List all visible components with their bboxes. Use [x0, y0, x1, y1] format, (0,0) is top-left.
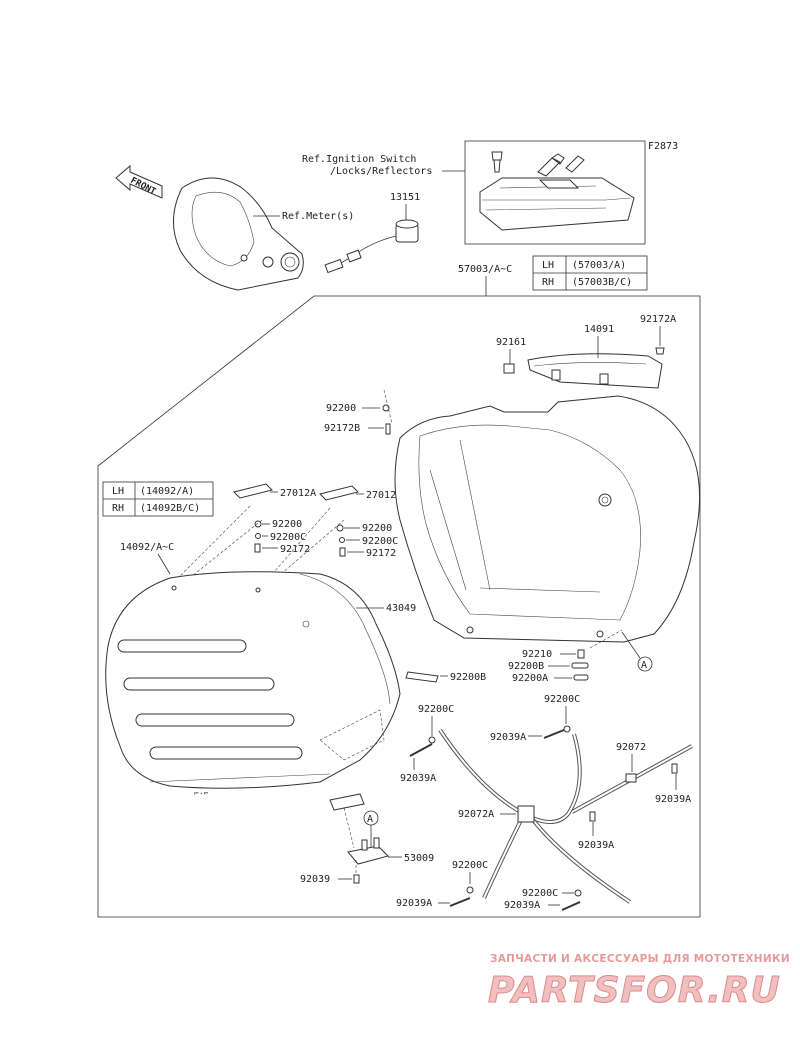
part-92200B-left: 92200B	[405, 671, 486, 683]
marker-a-right: A	[621, 631, 653, 672]
label-92200-left: 92200	[272, 519, 302, 530]
part-92200C-d: 92200C 92039A	[504, 888, 582, 911]
part-92200C-c: 92200C 92039A	[396, 860, 488, 909]
label-92172A-top: 92172A	[640, 314, 676, 325]
label-92200B-right: 92200B	[508, 661, 544, 672]
part-92172A-top: 92172A	[640, 314, 676, 355]
label-14091: 14091	[584, 324, 614, 335]
case-table-lh: LH	[542, 260, 554, 271]
key-icon	[537, 153, 565, 177]
label-53009: 53009	[404, 853, 434, 864]
strap-92072A: 92072A	[438, 728, 632, 904]
part-92039A-d: 92039A	[578, 811, 614, 851]
label-14092: 14092/A~C	[120, 542, 174, 553]
case-table-lh-part: (57003/A)	[572, 260, 626, 271]
label-92200C-a: 92200C	[418, 704, 454, 715]
ref-meter-label: Ref.Meter(s)	[282, 211, 354, 222]
fastener-set-right: 92210 92200B 92200A	[508, 629, 623, 684]
label-92161: 92161	[496, 337, 526, 348]
label-92200-top: 92200	[326, 403, 356, 414]
watermark-tagline: ЗАПЧАСТИ И АКСЕССУАРЫ ДЛЯ МОТОТЕХНИКИ	[490, 953, 790, 965]
cover-table-rh: RH	[112, 503, 124, 514]
diagram-code: F2873	[648, 141, 678, 152]
meter-housing: Ref.Meter(s)	[172, 177, 354, 291]
label-92200-right: 92200	[362, 523, 392, 534]
ignition-reference-label: Ref.Ignition Switch /Locks/Reflectors	[302, 154, 465, 177]
cover-table-rh-part: (14092B/C)	[140, 503, 200, 514]
label-92039A-a: 92039A	[400, 773, 436, 784]
marker-a-left-label: A	[367, 814, 373, 825]
label-92039A-b: 92039A	[490, 732, 526, 743]
label-92072: 92072	[616, 742, 646, 753]
label-92210: 92210	[522, 649, 552, 660]
label-92172-right: 92172	[366, 548, 396, 559]
part-27012: 27012	[319, 485, 396, 501]
label-92200C-left: 92200C	[270, 532, 306, 543]
label-27012: 27012	[366, 490, 396, 501]
part-92200C-b: 92200C 92039A	[490, 694, 580, 743]
label-92172B: 92172B	[324, 423, 360, 434]
label-92200C-right: 92200C	[362, 536, 398, 547]
label-92200A: 92200A	[512, 673, 548, 684]
label-92200C-d: 92200C	[522, 888, 558, 899]
part-92200-top: 92200 92172B	[324, 389, 393, 435]
case-table-rh-part: (57003B/C)	[572, 277, 632, 288]
part-92039A-c: 92039A	[655, 763, 691, 805]
part-14091: 14091	[527, 324, 663, 389]
label-92200C-c: 92200C	[452, 860, 488, 871]
label-92039A-f: 92039A	[504, 900, 540, 911]
front-arrow: FRONT	[115, 164, 163, 199]
bolt-set-left: 92200 92200C 92172	[254, 519, 310, 555]
strap-92072: 92072	[571, 742, 693, 814]
side-cover-14092: 14092/A~C ⌐·⌐	[105, 542, 401, 798]
label-13151: 13151	[390, 192, 420, 203]
case-variant-table: LH (57003/A) RH (57003B/C)	[532, 255, 648, 291]
cover-table-lh: LH	[112, 486, 124, 497]
part-57003: 57003/A~C LH (57003/A) RH (57003B/C)	[458, 255, 648, 296]
label-92200B-left: 92200B	[450, 672, 486, 683]
label-92039A-e: 92039A	[396, 898, 432, 909]
label-57003: 57003/A~C	[458, 264, 512, 275]
part-92039: 92039	[300, 860, 360, 885]
label-92200C-b: 92200C	[544, 694, 580, 705]
ignition-housing-icon	[479, 177, 635, 231]
ref-locks-reflectors-label: /Locks/Reflectors	[330, 166, 432, 177]
part-27012A: 27012A	[233, 483, 316, 499]
marker-a-right-label: A	[641, 660, 647, 671]
label-92172-left: 92172	[280, 544, 310, 555]
label-92072A: 92072A	[458, 809, 494, 820]
lock-cylinder-icon	[491, 151, 503, 173]
marker-a-left: A	[363, 810, 379, 848]
part-92200C-a: 92200C 92039A	[400, 704, 454, 784]
emblem-mark: ⌐·⌐	[194, 789, 209, 798]
label-92039A-d: 92039A	[578, 840, 614, 851]
label-27012A: 27012A	[280, 488, 316, 499]
label-92039A-c: 92039A	[655, 794, 691, 805]
part-13151-lock: 13151	[324, 192, 420, 274]
part-92161: 92161	[496, 337, 526, 374]
watermark: ЗАПЧАСТИ И АКСЕССУАРЫ ДЛЯ МОТОТЕХНИКИ PA…	[488, 953, 790, 1012]
watermark-brand: PARTSFOR.RU	[488, 970, 781, 1011]
bolt-set-right: 92200 92200C 92172	[336, 523, 398, 559]
ignition-reference-box: F2873	[464, 140, 678, 245]
saddlebag-case	[394, 395, 701, 643]
cover-variant-table: LH (14092/A) RH (14092B/C)	[102, 481, 214, 517]
assembly-frame	[97, 295, 701, 918]
label-43049: 43049	[386, 603, 416, 614]
ref-ignition-switch-label: Ref.Ignition Switch	[302, 154, 416, 165]
key-icon-2	[565, 155, 585, 173]
part-53009: 53009	[329, 793, 434, 865]
cover-table-lh-part: (14092/A)	[140, 486, 194, 497]
case-table-rh: RH	[542, 277, 554, 288]
label-92039: 92039	[300, 874, 330, 885]
part-43049: 43049	[356, 603, 416, 614]
